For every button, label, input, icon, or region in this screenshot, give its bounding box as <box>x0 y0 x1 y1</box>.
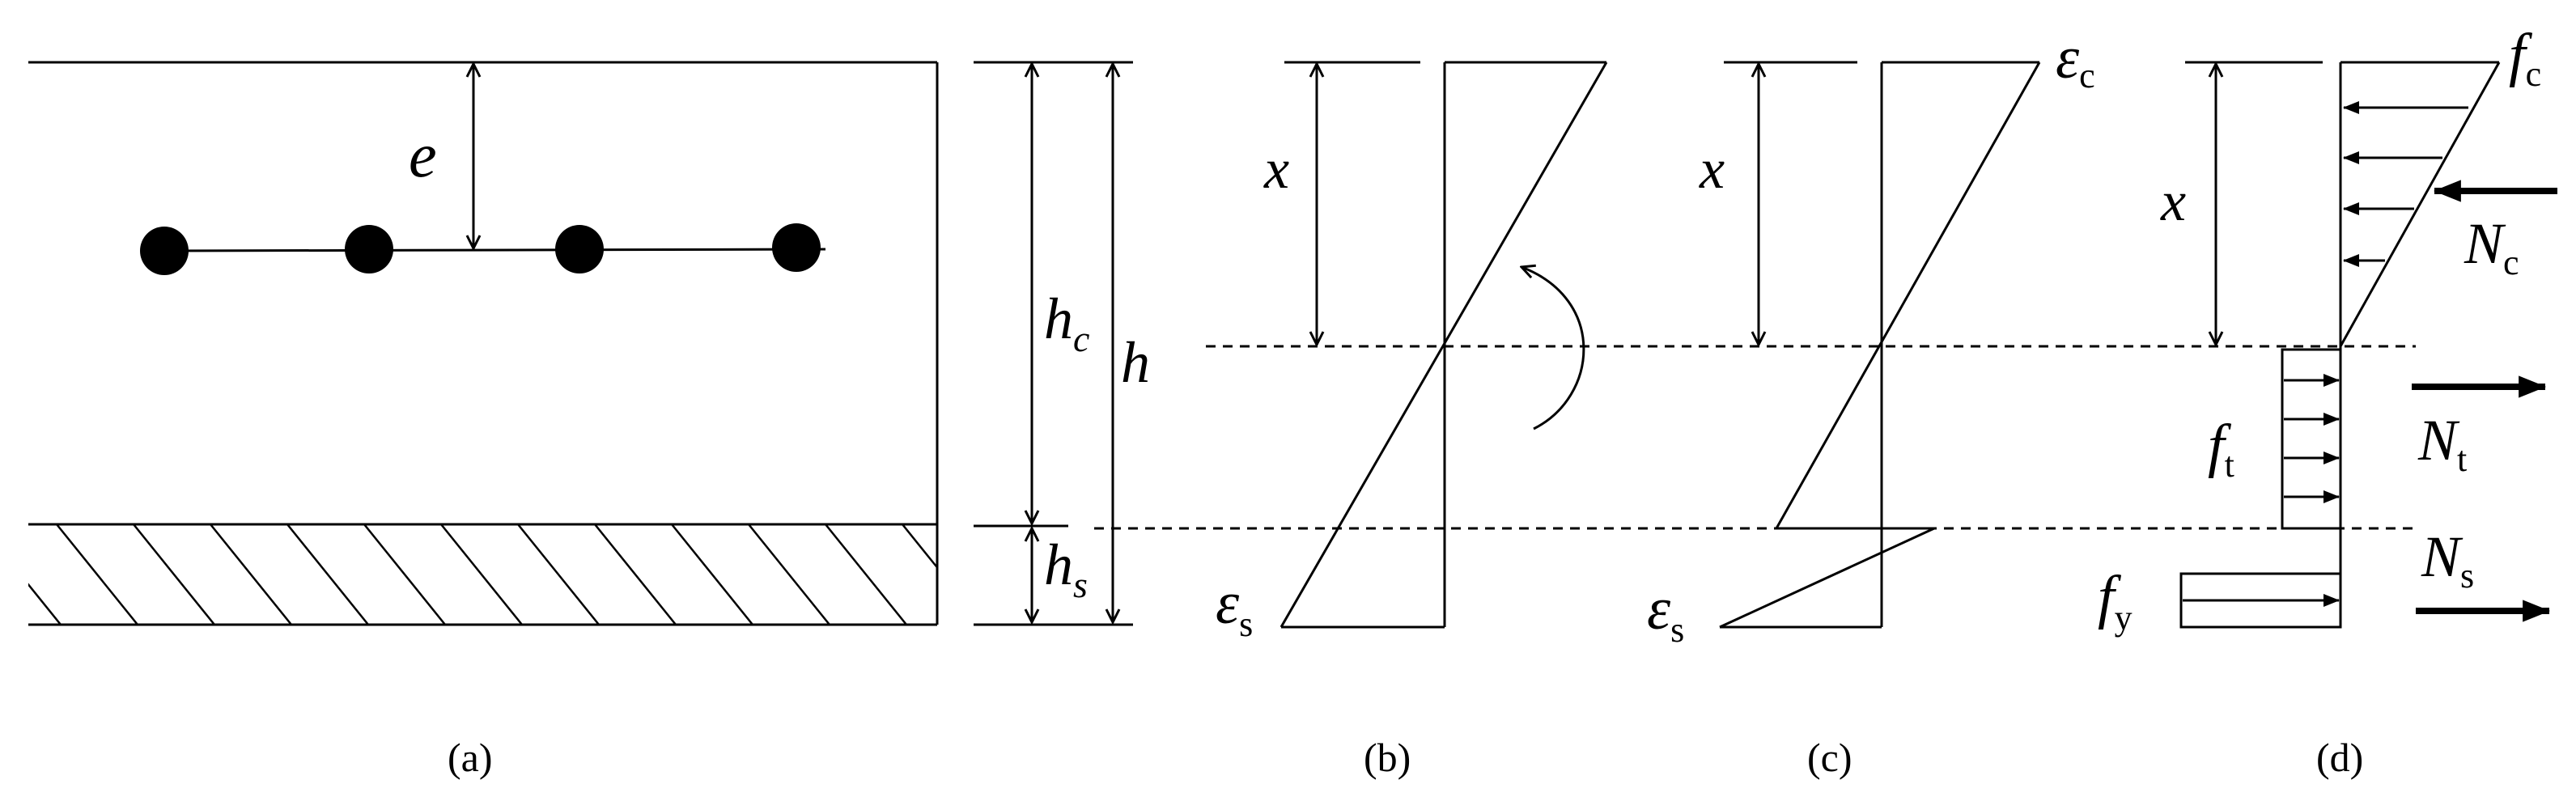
steel-layer-hatch <box>28 524 937 625</box>
x-label: x <box>2160 171 2186 233</box>
rebar-dot <box>772 223 821 272</box>
steel-strain-line <box>1719 527 1935 629</box>
caption-b: (b) <box>1364 735 1411 780</box>
panel-d <box>2179 61 2501 629</box>
steel-yield-stress-block <box>2179 572 2342 629</box>
concrete-strain-line <box>1775 61 2041 529</box>
Nt-label: Nt <box>2417 408 2467 479</box>
h-label: h <box>1121 330 1150 395</box>
x-label: x <box>1263 138 1289 201</box>
ft-label: ft <box>2208 413 2234 485</box>
e-label: e <box>409 120 437 190</box>
caption-d: (d) <box>2316 735 2363 780</box>
panel-b <box>1280 61 1608 629</box>
resultant-force-arrows <box>2412 180 2557 622</box>
rebar-dot <box>345 225 393 273</box>
panel-a <box>28 61 939 626</box>
rebar-dot <box>140 227 189 275</box>
rebar-tie-line <box>163 248 826 252</box>
eps-s-label: εs <box>1216 570 1253 644</box>
Nc-label: Nc <box>2464 211 2519 282</box>
hs-label: hs <box>1044 532 1088 605</box>
Ns-label: Ns <box>2421 524 2474 596</box>
caption-c: (c) <box>1807 735 1852 780</box>
caption-a: (a) <box>448 735 493 780</box>
hc-label: hc <box>1044 286 1089 359</box>
eps-s-label: εs <box>1647 576 1684 650</box>
rebar-dots <box>140 223 821 275</box>
reference-dashed-lines <box>1094 345 2416 530</box>
rebar-dot <box>555 225 604 273</box>
rotation-arrow <box>1521 267 1585 430</box>
compression-stress-line <box>2339 61 2501 347</box>
panel-c <box>1719 61 2041 629</box>
fy-label: fy <box>2098 564 2133 638</box>
tension-stress-block <box>2281 348 2342 530</box>
fc-label: fc <box>2509 22 2541 94</box>
stress-arrows <box>2183 101 2468 607</box>
eps-c-label: εc <box>2056 25 2095 95</box>
strain-profile-line <box>1280 61 1608 628</box>
x-label: x <box>1699 138 1725 201</box>
